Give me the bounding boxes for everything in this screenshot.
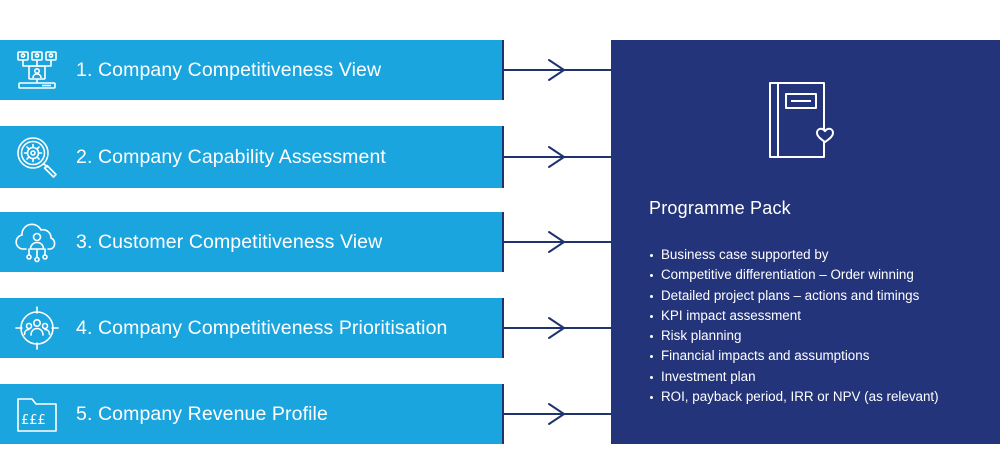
connector-arrow-4 [503, 317, 612, 339]
list-item: ROI, payback period, IRR or NPV (as rele… [649, 387, 939, 407]
step-label: 3. Customer Competitiveness View [76, 230, 383, 253]
list-item: Financial impacts and assumptions [649, 346, 939, 366]
cloud-user-icon [13, 218, 61, 266]
list-item: KPI impact assessment [649, 306, 939, 326]
pack-title: Programme Pack [649, 198, 791, 218]
svg-text:£££: £££ [21, 413, 46, 428]
list-item: Business case supported by [649, 245, 939, 265]
programme-pack-panel: Programme Pack Business case supported b… [611, 40, 1000, 444]
list-item: Risk planning [649, 326, 939, 346]
step-company-competitiveness-prioritisation: 4. Company Competitiveness Prioritisatio… [0, 298, 503, 358]
magnifier-gear-icon [13, 133, 61, 181]
connector-arrow-1 [503, 59, 612, 81]
target-group-icon [13, 304, 61, 352]
list-item: Detailed project plans – actions and tim… [649, 286, 939, 306]
step-customer-competitiveness-view: 3. Customer Competitiveness View [0, 212, 503, 272]
list-item: Competitive differentiation – Order winn… [649, 265, 939, 285]
list-item: Investment plan [649, 367, 939, 387]
pack-list: Business case supported by Competitive d… [649, 245, 939, 407]
folder-pounds-icon: £££ [13, 390, 61, 438]
step-label: 1. Company Competitiveness View [76, 58, 382, 81]
notebook-heart-icon [766, 80, 842, 167]
step-label: 4. Company Competitiveness Prioritisatio… [76, 316, 448, 339]
step-label: 5. Company Revenue Profile [76, 402, 328, 425]
step-company-capability-assessment: 2. Company Capability Assessment [0, 126, 503, 188]
network-monitor-icon [13, 46, 61, 94]
step-company-revenue-profile: £££ 5. Company Revenue Profile [0, 384, 503, 444]
connector-arrow-3 [503, 231, 612, 253]
step-company-competitiveness-view: 1. Company Competitiveness View [0, 40, 503, 100]
connector-arrow-2 [503, 146, 612, 168]
step-label: 2. Company Capability Assessment [76, 145, 386, 168]
connector-arrow-5 [503, 403, 612, 425]
